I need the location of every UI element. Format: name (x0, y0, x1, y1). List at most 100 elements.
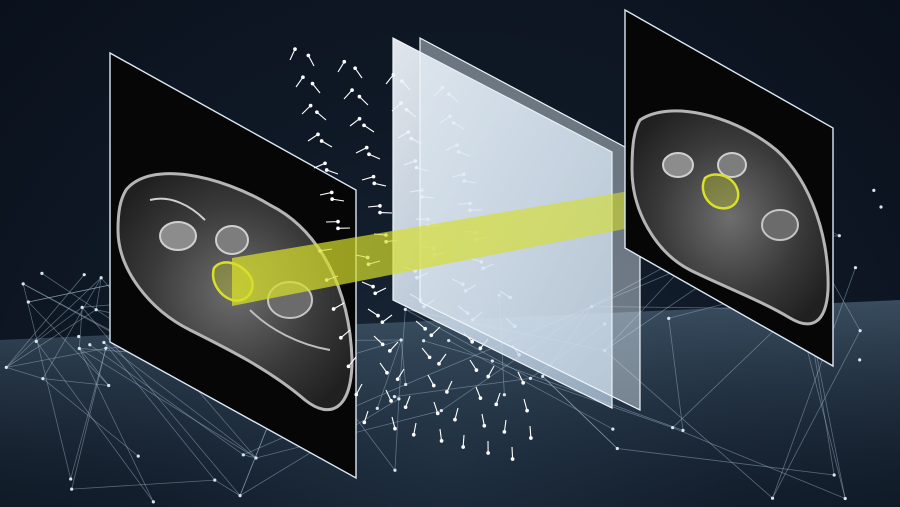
vector-arrow-head (389, 399, 393, 403)
vector-arrow (413, 422, 417, 435)
vector-arrow-head (319, 139, 324, 143)
network-node (82, 273, 86, 277)
vector-arrow-head (378, 203, 382, 208)
network-node (392, 394, 397, 399)
vector-arrow-head (486, 374, 491, 379)
vector-arrow (348, 356, 357, 367)
vector-arrow-head (378, 210, 382, 215)
network-node (439, 408, 443, 413)
network-node (404, 382, 408, 387)
vector-arrow-head (461, 445, 466, 449)
network-node (615, 446, 619, 451)
vector-arrow (385, 389, 392, 402)
vector-arrow (295, 76, 304, 88)
network-node (77, 334, 81, 339)
vector-arrow (511, 446, 514, 460)
vector-arrow-head (395, 377, 400, 382)
vector-arrow (343, 89, 353, 100)
vector-arrow-head (301, 75, 305, 80)
vector-arrow-head (423, 326, 428, 331)
network-node (80, 305, 84, 309)
vector-arrow-head (510, 457, 515, 461)
vector-arrow-head (470, 339, 475, 344)
network-node (99, 276, 103, 280)
vector-arrow-head (323, 161, 327, 166)
network-node (422, 339, 426, 343)
vector-arrow (421, 347, 431, 358)
vector-arrow (481, 413, 485, 426)
vector-arrow (433, 401, 439, 414)
network-node (879, 205, 883, 209)
network-node (88, 343, 92, 347)
vector-arrow (405, 395, 411, 408)
vector-arrow-head (367, 152, 371, 157)
vector-arrow (439, 428, 443, 441)
vector-arrow (307, 55, 315, 67)
vector-arrow-head (357, 116, 362, 121)
network-node (241, 453, 245, 457)
vector-arrow-head (376, 313, 380, 318)
network-node (238, 494, 242, 498)
network-node (151, 500, 155, 504)
network-node (858, 358, 862, 362)
vector-arrow-head (502, 430, 507, 434)
vector-arrow-head (529, 436, 533, 440)
vector-arrow-head (478, 346, 483, 351)
vector-arrow (454, 407, 459, 420)
vector-arrow (354, 67, 363, 79)
vector-arrow (332, 198, 345, 202)
network-node (770, 496, 775, 500)
vector-arrow-head (393, 426, 397, 431)
vector-arrow-head (435, 411, 440, 416)
vector-arrow (374, 287, 387, 294)
network-node (403, 307, 407, 311)
vector-arrow-head (411, 432, 416, 437)
network-node (447, 338, 451, 343)
network-node (502, 393, 506, 397)
network-node (832, 473, 836, 477)
network-node (611, 427, 615, 431)
vector-arrow (355, 383, 363, 395)
vector-arrow-head (362, 123, 366, 128)
network-node (94, 308, 98, 312)
vector-arrow (503, 419, 507, 432)
vector-arrow (427, 374, 435, 386)
vector-arrow-head (293, 47, 297, 51)
vector-arrow-head (437, 361, 441, 366)
vector-arrow-head (427, 355, 432, 360)
output-anatomy-outline (701, 173, 740, 210)
vector-arrow (319, 191, 332, 196)
vector-arrow-head (315, 110, 319, 115)
vector-arrow (363, 124, 375, 133)
vector-arrow (462, 434, 465, 448)
output-anatomy-slice (630, 109, 830, 326)
vector-arrow-head (353, 66, 357, 71)
vector-arrow (359, 96, 369, 106)
vector-arrow (487, 365, 495, 377)
vector-arrow-head (494, 402, 499, 407)
vector-arrow (523, 398, 528, 411)
vector-arrow (367, 308, 379, 317)
network-node (40, 271, 44, 275)
vector-arrow (446, 380, 453, 393)
vector-arrow (430, 326, 441, 336)
network-node (858, 329, 862, 333)
vector-arrow (517, 371, 524, 384)
vector-arrow (495, 392, 501, 405)
network-node (397, 397, 401, 401)
vector-arrow-head (525, 408, 529, 413)
vector-arrow-head (310, 81, 315, 86)
vector-arrow-head (329, 190, 334, 195)
network-node (671, 426, 675, 430)
vector-arrow (469, 359, 477, 371)
network-node (102, 340, 106, 345)
network-node (41, 377, 45, 381)
vector-arrow (389, 341, 399, 352)
vector-arrow (475, 386, 481, 399)
highlight-beam (232, 172, 742, 306)
vector-arrow (361, 176, 374, 181)
vector-arrow-head (380, 342, 385, 347)
vector-arrow (321, 140, 333, 148)
vector-arrow (391, 416, 396, 429)
